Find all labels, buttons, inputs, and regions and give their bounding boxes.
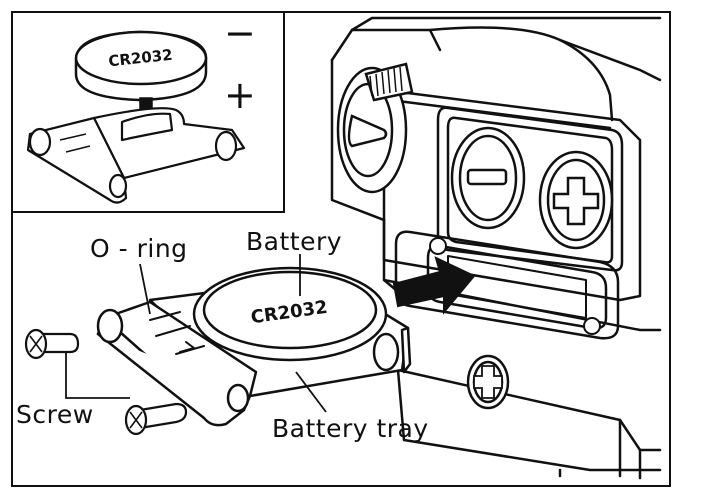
tray-end-knob <box>372 332 400 372</box>
inset-minus-sign: − <box>224 11 256 55</box>
slot-screws <box>429 237 601 335</box>
leader-lines <box>65 254 327 413</box>
base-screw <box>466 354 510 410</box>
minus-battery-cap <box>450 126 526 230</box>
inset-coin-battery <box>74 30 208 102</box>
inset-plus-sign: + <box>224 73 256 117</box>
adjustment-knob <box>336 62 414 194</box>
battery-tray-label: Battery tray <box>272 414 429 443</box>
inset-battery-tray <box>26 107 246 204</box>
screw-top <box>24 328 80 360</box>
plus-battery-cap <box>538 150 614 250</box>
battery-label: Battery <box>246 227 343 256</box>
o-ring-label: O - ring <box>90 234 188 263</box>
screw-bottom <box>124 402 188 436</box>
insert-arrow <box>392 256 476 315</box>
coin-battery-main <box>192 266 388 362</box>
screw-label: Screw <box>16 400 94 429</box>
outer-frame <box>11 11 671 487</box>
